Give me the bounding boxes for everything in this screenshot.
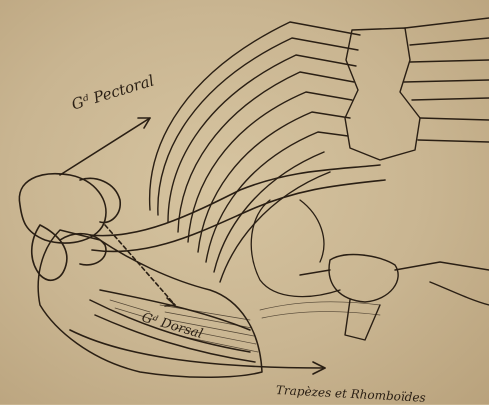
clavicle <box>90 165 385 251</box>
pectoral-arrow <box>60 118 150 175</box>
sternum <box>345 18 489 160</box>
inner-rib-contour <box>251 200 340 297</box>
shoulder-joint <box>19 174 120 280</box>
rib-cage <box>150 22 360 282</box>
pectoral-arrowhead <box>138 118 150 128</box>
vertebra <box>300 255 489 340</box>
